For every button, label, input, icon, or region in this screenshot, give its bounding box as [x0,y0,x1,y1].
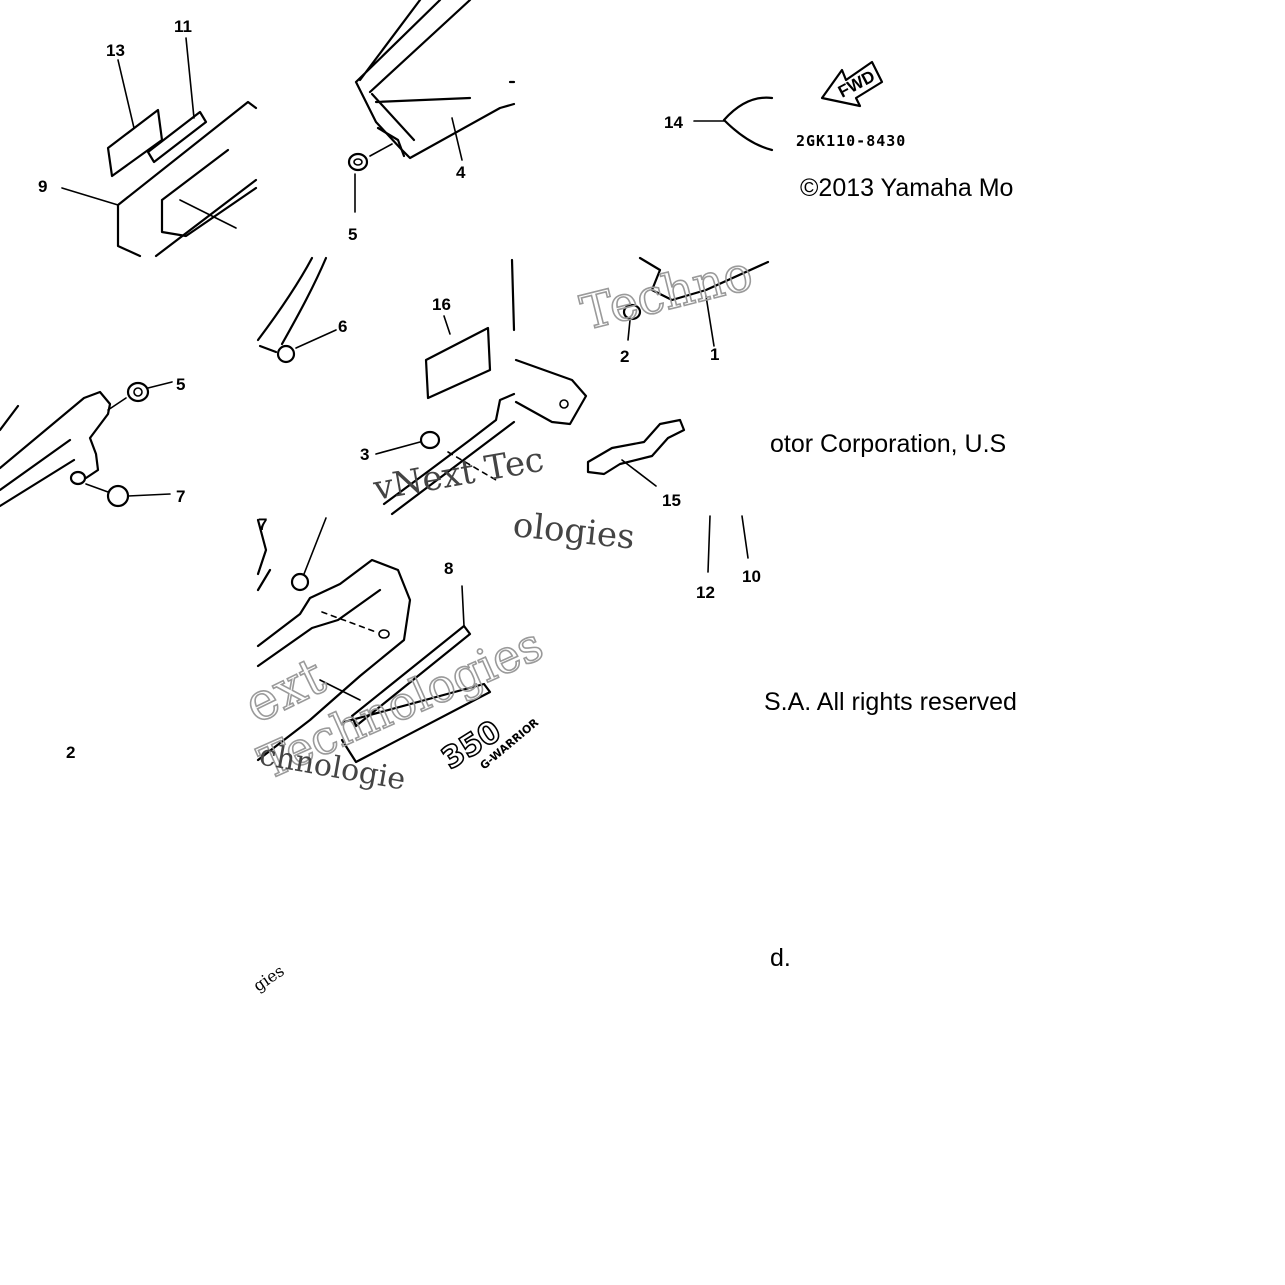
callout-1: 1 [710,345,719,364]
callout-16: 16 [432,295,451,314]
callout-labels: 13 11 9 4 5 14 5 7 6 16 3 2 1 15 12 10 7… [38,17,761,762]
tile-bracket-4 [347,0,516,213]
callout-5b: 5 [176,375,185,394]
callout-5a: 5 [348,225,357,244]
callout-2b: 2 [66,743,75,762]
callout-14: 14 [664,113,683,132]
callout-12: 12 [696,583,715,602]
svg-text:gies: gies [250,961,288,995]
callout-7a: 7 [176,487,185,506]
copyright-line-3: S.A. All rights reserved [764,688,1017,716]
svg-text:ologies: ologies [511,505,637,558]
callout-3: 3 [360,445,369,464]
part-number: 2GK110-8430 [796,132,906,150]
callout-13: 13 [106,41,125,60]
copyright-line-4: d. [770,944,791,972]
callout-6: 6 [338,317,347,336]
callout-7b: 7 [258,515,267,534]
tile-side-cover-decals [61,37,258,258]
fwd-arrow-icon: FWD [820,60,884,108]
callout-2a: 2 [620,347,629,366]
tile-upper-right [514,256,770,487]
callout-10: 10 [742,567,761,586]
callout-4: 4 [456,163,466,182]
watermark: Techno vNext Tec ologies ext Technologie… [235,244,759,995]
tile-cover-center [256,256,516,516]
callout-9: 9 [38,177,47,196]
callout-11: 11 [174,17,192,36]
callout-15: 15 [662,491,681,510]
copyright-line-1: ©2013 Yamaha Mo [800,174,1013,202]
copyright-line-2: otor Corporation, U.S [770,430,1006,458]
callout-8: 8 [444,559,453,578]
tile-bracket-lower [0,381,173,508]
svg-text:Techno: Techno [575,245,758,342]
